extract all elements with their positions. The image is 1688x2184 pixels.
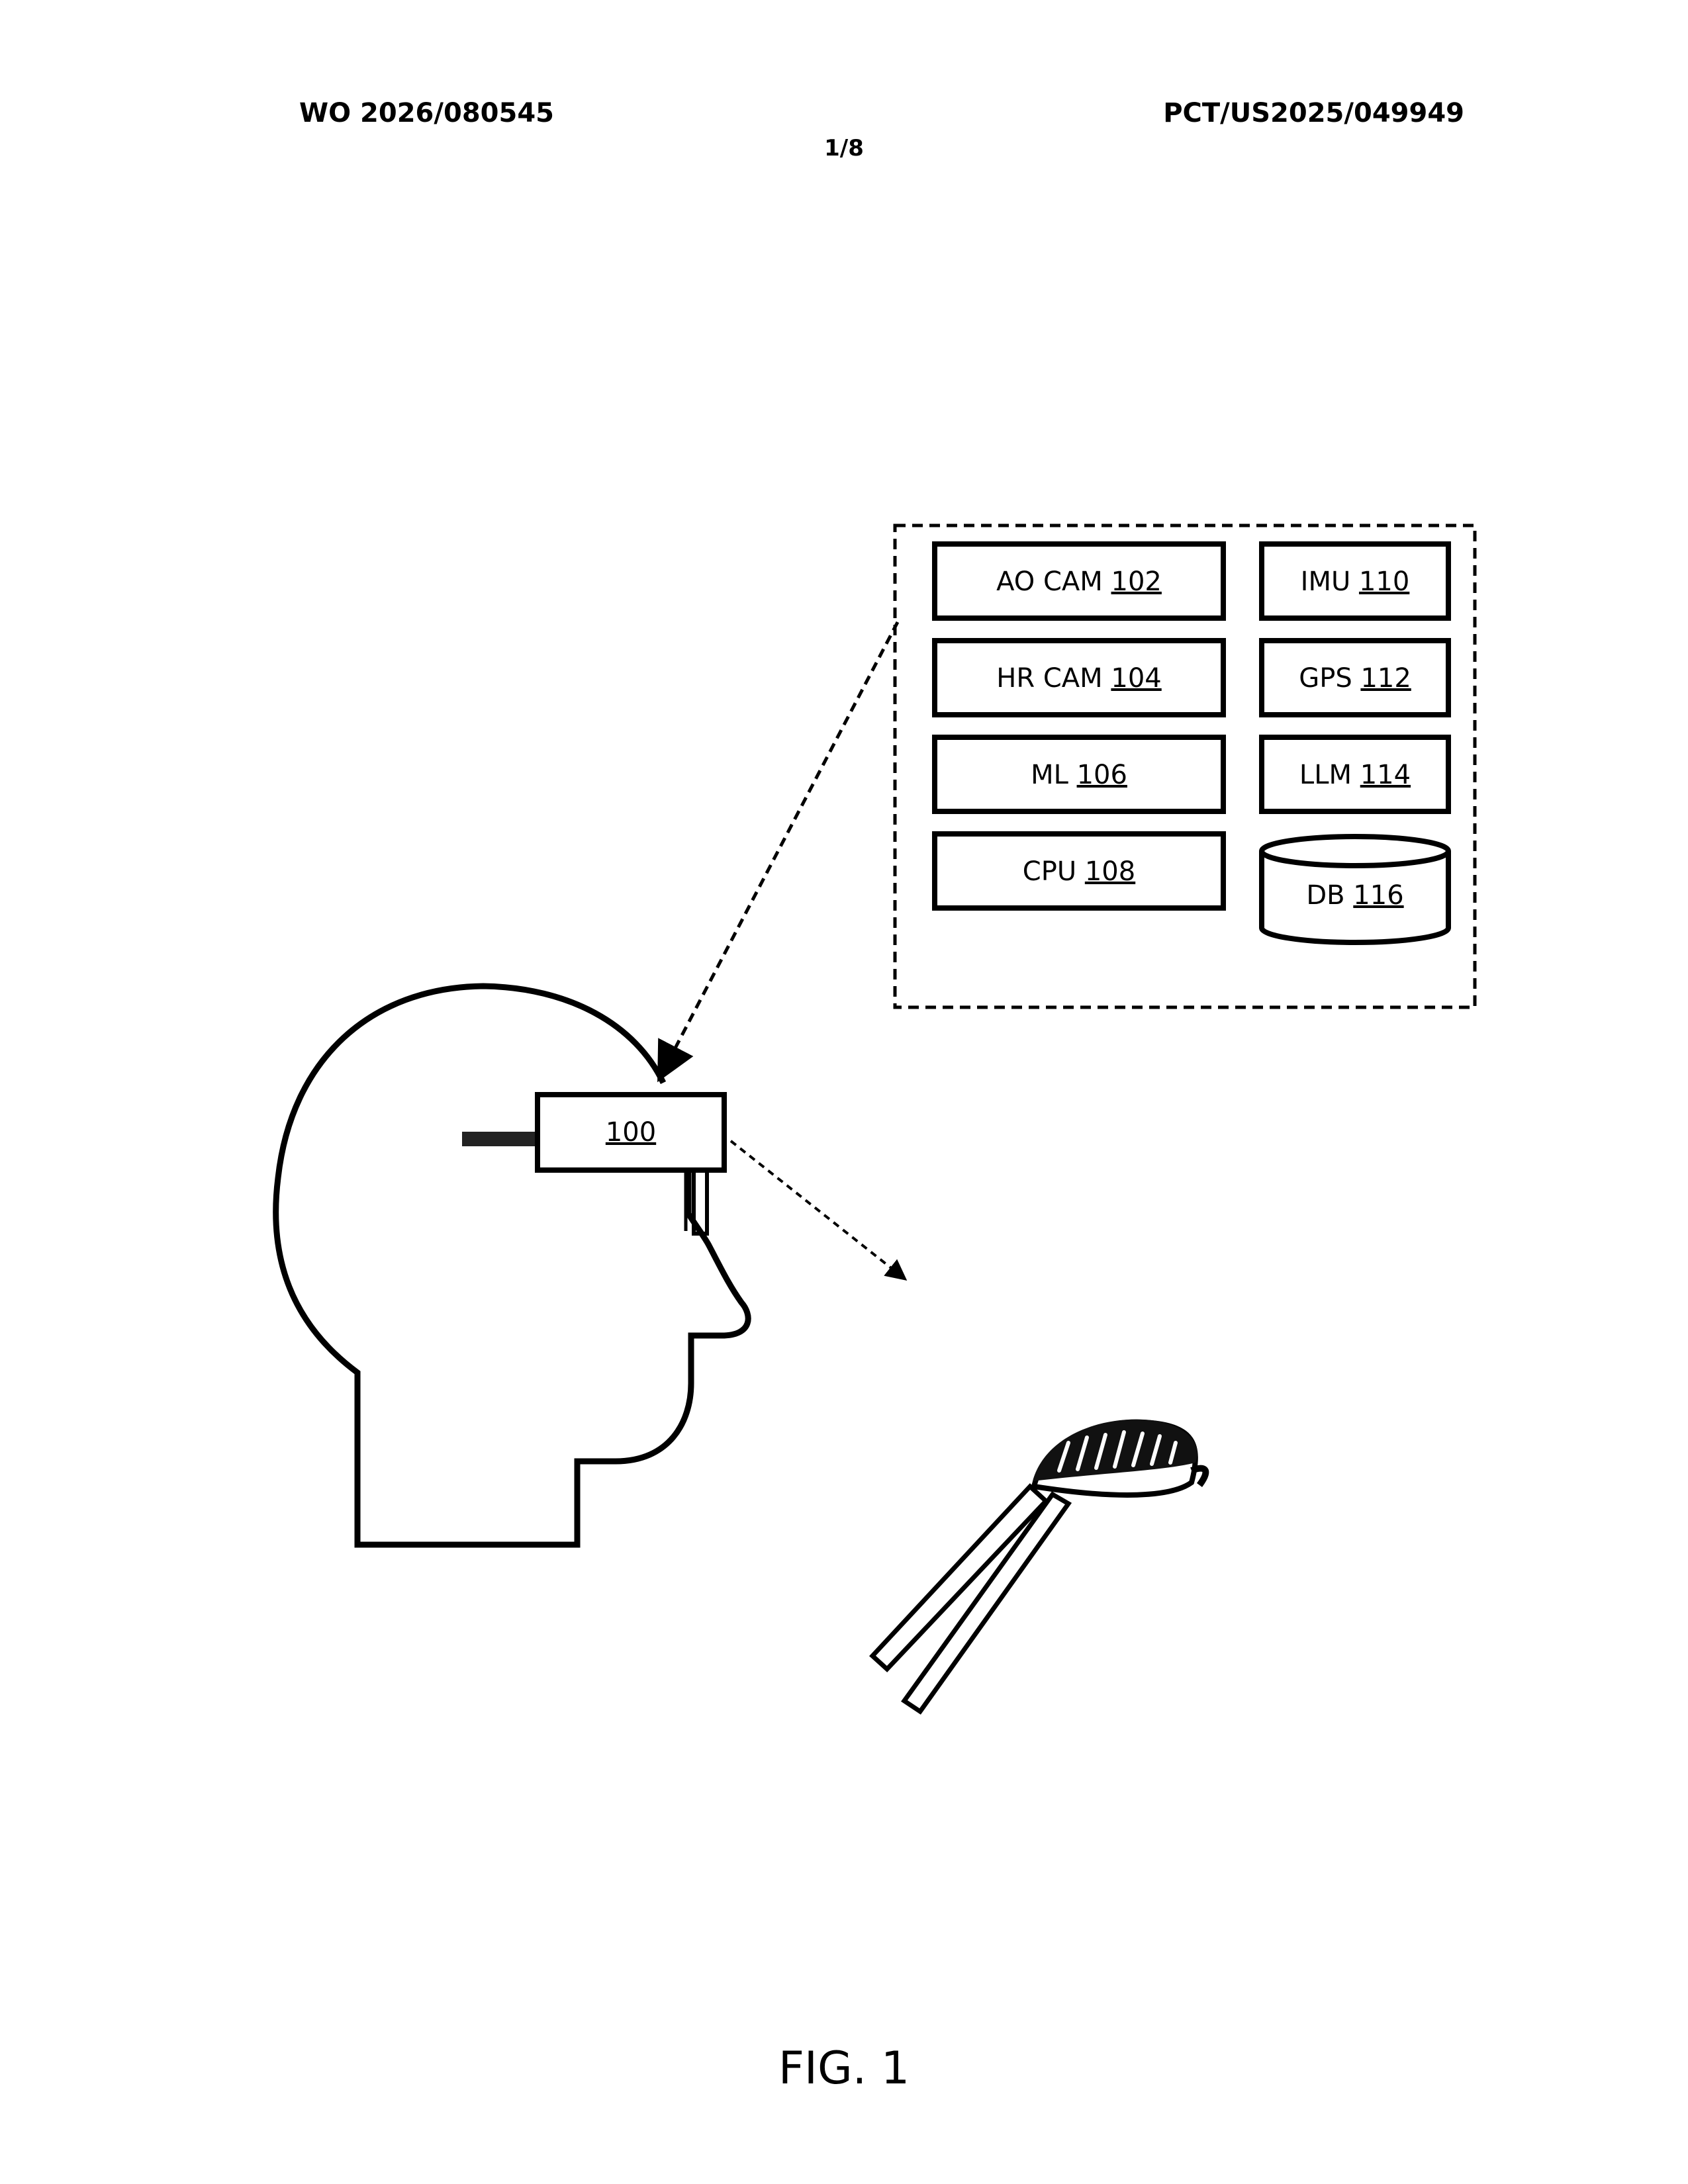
device-ref: 100 <box>606 1117 656 1148</box>
component-llm: LLM 114 <box>1262 737 1448 811</box>
component-ref: 112 <box>1360 663 1411 694</box>
component-hr-cam: HR CAM 104 <box>935 641 1223 715</box>
svg-text:CPU 108: CPU 108 <box>1023 856 1135 887</box>
glasses-arm <box>462 1132 540 1146</box>
component-ml: ML 106 <box>935 737 1223 811</box>
svg-text:ML 106: ML 106 <box>1031 760 1127 790</box>
component-label: GPS <box>1299 663 1352 694</box>
component-label: HR CAM <box>996 663 1102 694</box>
component-ref: 116 <box>1353 880 1403 911</box>
svg-text:HR CAM 104: HR CAM 104 <box>996 663 1161 694</box>
sushi <box>1033 1420 1205 1495</box>
svg-text:IMU 110: IMU 110 <box>1301 567 1410 597</box>
figure-caption: FIG. 1 <box>778 2042 910 2095</box>
component-ref: 104 <box>1111 663 1161 694</box>
component-ref: 106 <box>1077 760 1127 790</box>
component-ao-cam: AO CAM 102 <box>935 544 1223 618</box>
component-label: CPU <box>1023 856 1076 887</box>
svg-text:GPS 112: GPS 112 <box>1299 663 1411 694</box>
svg-text:AO CAM 102: AO CAM 102 <box>996 567 1162 597</box>
component-ref: 114 <box>1360 760 1411 790</box>
leader-arrow <box>662 622 898 1073</box>
component-label: IMU <box>1301 567 1351 597</box>
chopsticks <box>872 1486 1068 1711</box>
component-gps: GPS 112 <box>1262 641 1448 715</box>
svg-text:DB 116: DB 116 <box>1306 880 1403 911</box>
device-box: 100 <box>538 1095 724 1170</box>
component-ref: 102 <box>1111 567 1162 597</box>
component-cpu: CPU 108 <box>935 834 1223 908</box>
component-ref: 110 <box>1359 567 1409 597</box>
component-imu: IMU 110 <box>1262 544 1448 618</box>
view-direction-arrow <box>731 1141 903 1277</box>
component-label: AO CAM <box>996 567 1103 597</box>
component-label: ML <box>1031 760 1069 790</box>
head-outline <box>276 986 749 1545</box>
svg-text:LLM 114: LLM 114 <box>1299 760 1411 790</box>
component-label: DB <box>1306 880 1344 911</box>
component-db-cylinder: DB 116 <box>1262 837 1448 942</box>
component-label: LLM <box>1299 760 1352 790</box>
component-ref: 108 <box>1085 856 1135 887</box>
